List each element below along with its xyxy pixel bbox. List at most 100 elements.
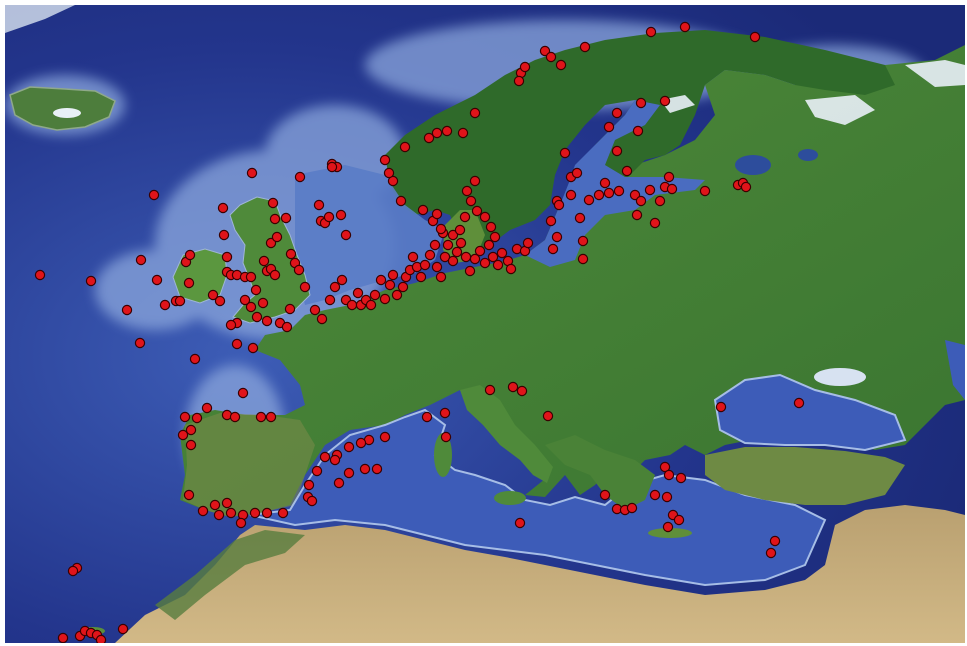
location-marker[interactable] [261, 315, 273, 327]
location-marker[interactable] [201, 402, 213, 414]
location-marker[interactable] [221, 251, 233, 263]
location-marker[interactable] [293, 264, 305, 276]
location-marker[interactable] [419, 259, 431, 271]
location-marker[interactable] [431, 208, 443, 220]
location-marker[interactable] [387, 175, 399, 187]
location-marker[interactable] [189, 353, 201, 365]
location-marker[interactable] [151, 274, 163, 286]
location-marker[interactable] [379, 431, 391, 443]
location-marker[interactable] [631, 209, 643, 221]
location-marker[interactable] [209, 499, 221, 511]
location-marker[interactable] [487, 251, 499, 263]
location-marker[interactable] [765, 547, 777, 559]
location-marker[interactable] [323, 211, 335, 223]
location-marker[interactable] [371, 463, 383, 475]
location-marker[interactable] [184, 249, 196, 261]
location-marker[interactable] [632, 125, 644, 137]
location-marker[interactable] [469, 107, 481, 119]
location-marker[interactable] [335, 209, 347, 221]
location-marker[interactable] [269, 213, 281, 225]
location-marker[interactable] [326, 161, 338, 173]
location-marker[interactable] [225, 319, 237, 331]
location-marker[interactable] [391, 289, 403, 301]
location-marker[interactable] [485, 221, 497, 233]
location-marker[interactable] [261, 507, 273, 519]
location-marker[interactable] [645, 26, 657, 38]
location-marker[interactable] [257, 297, 269, 309]
location-marker[interactable] [673, 514, 685, 526]
location-marker[interactable] [579, 41, 591, 53]
location-marker[interactable] [545, 215, 557, 227]
location-marker[interactable] [415, 271, 427, 283]
location-marker[interactable] [519, 61, 531, 73]
location-marker[interactable] [245, 271, 257, 283]
location-marker[interactable] [269, 269, 281, 281]
location-marker[interactable] [551, 231, 563, 243]
location-marker[interactable] [117, 623, 129, 635]
location-marker[interactable] [447, 255, 459, 267]
location-marker[interactable] [135, 254, 147, 266]
location-marker[interactable] [793, 397, 805, 409]
location-marker[interactable] [663, 171, 675, 183]
location-marker[interactable] [417, 204, 429, 216]
location-marker[interactable] [245, 301, 257, 313]
location-marker[interactable] [218, 229, 230, 241]
location-marker[interactable] [577, 253, 589, 265]
location-marker[interactable] [421, 411, 433, 423]
location-marker[interactable] [57, 632, 69, 643]
location-marker[interactable] [553, 199, 565, 211]
location-marker[interactable] [659, 461, 671, 473]
location-marker[interactable] [185, 439, 197, 451]
location-marker[interactable] [284, 303, 296, 315]
location-marker[interactable] [471, 205, 483, 217]
location-marker[interactable] [316, 313, 328, 325]
location-marker[interactable] [255, 411, 267, 423]
location-marker[interactable] [479, 257, 491, 269]
location-marker[interactable] [435, 271, 447, 283]
location-marker[interactable] [239, 294, 251, 306]
location-marker[interactable] [516, 385, 528, 397]
location-marker[interactable] [715, 401, 727, 413]
location-marker[interactable] [599, 177, 611, 189]
location-marker[interactable] [333, 477, 345, 489]
location-marker[interactable] [451, 246, 463, 258]
location-marker[interactable] [183, 277, 195, 289]
location-marker[interactable] [249, 507, 261, 519]
location-marker[interactable] [324, 294, 336, 306]
location-marker[interactable] [246, 167, 258, 179]
location-marker[interactable] [399, 141, 411, 153]
location-marker[interactable] [265, 237, 277, 249]
location-marker[interactable] [340, 229, 352, 241]
location-marker[interactable] [395, 195, 407, 207]
location-marker[interactable] [423, 132, 435, 144]
location-marker[interactable] [311, 465, 323, 477]
location-marker[interactable] [505, 263, 517, 275]
location-marker[interactable] [457, 127, 469, 139]
location-marker[interactable] [134, 337, 146, 349]
location-marker[interactable] [177, 429, 189, 441]
location-marker[interactable] [235, 517, 247, 529]
location-marker[interactable] [397, 281, 409, 293]
location-marker[interactable] [740, 181, 752, 193]
location-marker[interactable] [309, 304, 321, 316]
location-marker[interactable] [489, 231, 501, 243]
location-marker[interactable] [329, 454, 341, 466]
location-marker[interactable] [229, 411, 241, 423]
location-marker[interactable] [359, 463, 371, 475]
satellite-map[interactable] [5, 5, 965, 643]
location-marker[interactable] [265, 411, 277, 423]
location-marker[interactable] [492, 259, 504, 271]
location-marker[interactable] [217, 202, 229, 214]
location-marker[interactable] [277, 507, 289, 519]
location-marker[interactable] [271, 231, 283, 243]
location-marker[interactable] [474, 245, 486, 257]
location-marker[interactable] [329, 281, 341, 293]
location-marker[interactable] [654, 195, 666, 207]
location-marker[interactable] [555, 59, 567, 71]
location-marker[interactable] [384, 279, 396, 291]
location-marker[interactable] [303, 479, 315, 491]
location-marker[interactable] [280, 212, 292, 224]
location-marker[interactable] [379, 293, 391, 305]
location-marker[interactable] [662, 521, 674, 533]
location-marker[interactable] [611, 107, 623, 119]
